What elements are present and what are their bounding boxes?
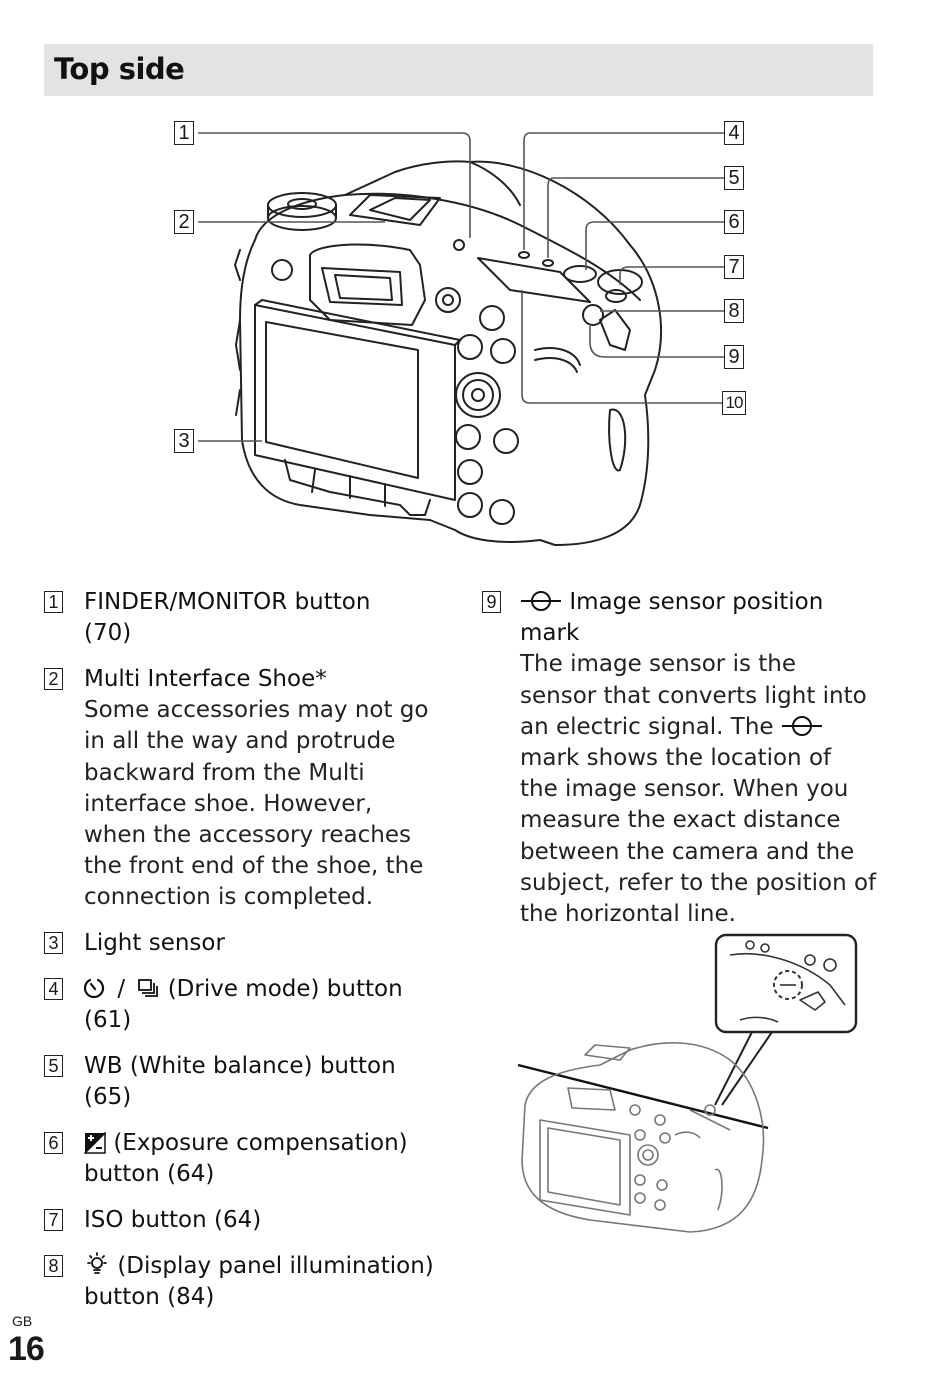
callout-2: 2 (174, 210, 194, 234)
section-title: Top side (54, 52, 184, 86)
item-title-cont: (65) (84, 1082, 444, 1113)
item-desc-line: connection is completed. (84, 882, 444, 913)
item-number: 2 (44, 668, 63, 690)
camera-top-diagram (0, 100, 950, 560)
region-code: GB (12, 1313, 32, 1329)
callout-5: 5 (724, 166, 744, 190)
item-title-cont: (61) (84, 1005, 444, 1036)
item-number: 1 (44, 591, 63, 613)
list-item-9: 9 Image sensor position mark The image s… (482, 587, 882, 930)
list-item-7: 7 ISO button (64) (44, 1205, 444, 1236)
item-desc-line: subject, refer to the position of (520, 868, 882, 899)
item-title-cont: button (64) (84, 1159, 444, 1190)
callout-9: 9 (724, 345, 744, 369)
item-number: 6 (44, 1132, 63, 1154)
list-item-8: 8 (Display panel illumination) button (8… (44, 1251, 444, 1313)
item-desc-line: an electric signal. The (520, 714, 774, 740)
item-desc-line: when the accessory reaches (84, 820, 444, 851)
list-item-5: 5 WB (White balance) button (65) (44, 1051, 444, 1113)
item-desc-line: The image sensor is the (520, 649, 882, 680)
callout-1: 1 (174, 121, 194, 145)
item-number: 4 (44, 978, 63, 1000)
item-title-cont: button (84) (84, 1282, 444, 1313)
callout-8: 8 (724, 299, 744, 323)
item-title: Light sensor (84, 928, 444, 959)
item-desc-line: interface shoe. However, (84, 789, 444, 820)
callout-7: 7 (724, 255, 744, 279)
item-number: 3 (44, 932, 63, 954)
item-number: 9 (482, 591, 501, 613)
image-sensor-mark-icon (520, 589, 562, 613)
drive-continuous-icon (136, 976, 160, 1000)
list-item-3: 3 Light sensor (44, 928, 444, 959)
item-title: ISO button (64) (84, 1205, 444, 1236)
item-desc-line: in all the way and protrude (84, 726, 444, 757)
sensor-position-figure (500, 930, 950, 1240)
item-title: Image sensor position (569, 589, 823, 615)
item-title: Multi Interface Shoe* (84, 664, 444, 695)
section-header: Top side (44, 44, 873, 96)
item-number: 7 (44, 1209, 63, 1231)
list-item-1: 1 FINDER/MONITOR button (70) (44, 587, 444, 649)
item-desc-line: the horizontal line. (520, 899, 882, 930)
list-item-6: 6 (Exposure compensation) button (64) (44, 1128, 444, 1190)
item-desc-line: the front end of the shoe, the (84, 851, 444, 882)
page-number: 16 (8, 1330, 44, 1369)
item-number: 5 (44, 1055, 63, 1077)
item-desc-line: measure the exact distance (520, 805, 882, 836)
item-title-cont: mark (520, 618, 882, 649)
item-desc-line: the image sensor. When you (520, 774, 882, 805)
list-item-2: 2 Multi Interface Shoe* Some accessories… (44, 664, 444, 914)
callout-3: 3 (174, 429, 194, 453)
item-desc-line: backward from the Multi (84, 758, 444, 789)
image-sensor-mark-icon (781, 714, 823, 738)
callout-10: 10 (722, 391, 746, 415)
self-timer-icon (84, 976, 106, 1000)
item-title: (Exposure compensation) (113, 1130, 407, 1156)
item-number: 8 (44, 1255, 63, 1277)
item-desc-line: mark shows the location of (520, 743, 882, 774)
item-title: (Drive mode) button (168, 976, 403, 1002)
callout-4: 4 (724, 121, 744, 145)
item-title: (Display panel illumination) (117, 1253, 433, 1279)
item-title-cont: (70) (84, 618, 444, 649)
item-desc-line: between the camera and the (520, 837, 882, 868)
item-title: FINDER/MONITOR button (84, 587, 444, 618)
callout-6: 6 (724, 210, 744, 234)
light-bulb-icon (84, 1251, 110, 1277)
exposure-compensation-icon (84, 1132, 106, 1154)
item-desc-line: Some accessories may not go (84, 695, 444, 726)
item-title: WB (White balance) button (84, 1051, 444, 1082)
list-item-4: 4 / (Drive mode) button (61) (44, 974, 444, 1036)
item-desc-line: sensor that converts light into (520, 681, 882, 712)
